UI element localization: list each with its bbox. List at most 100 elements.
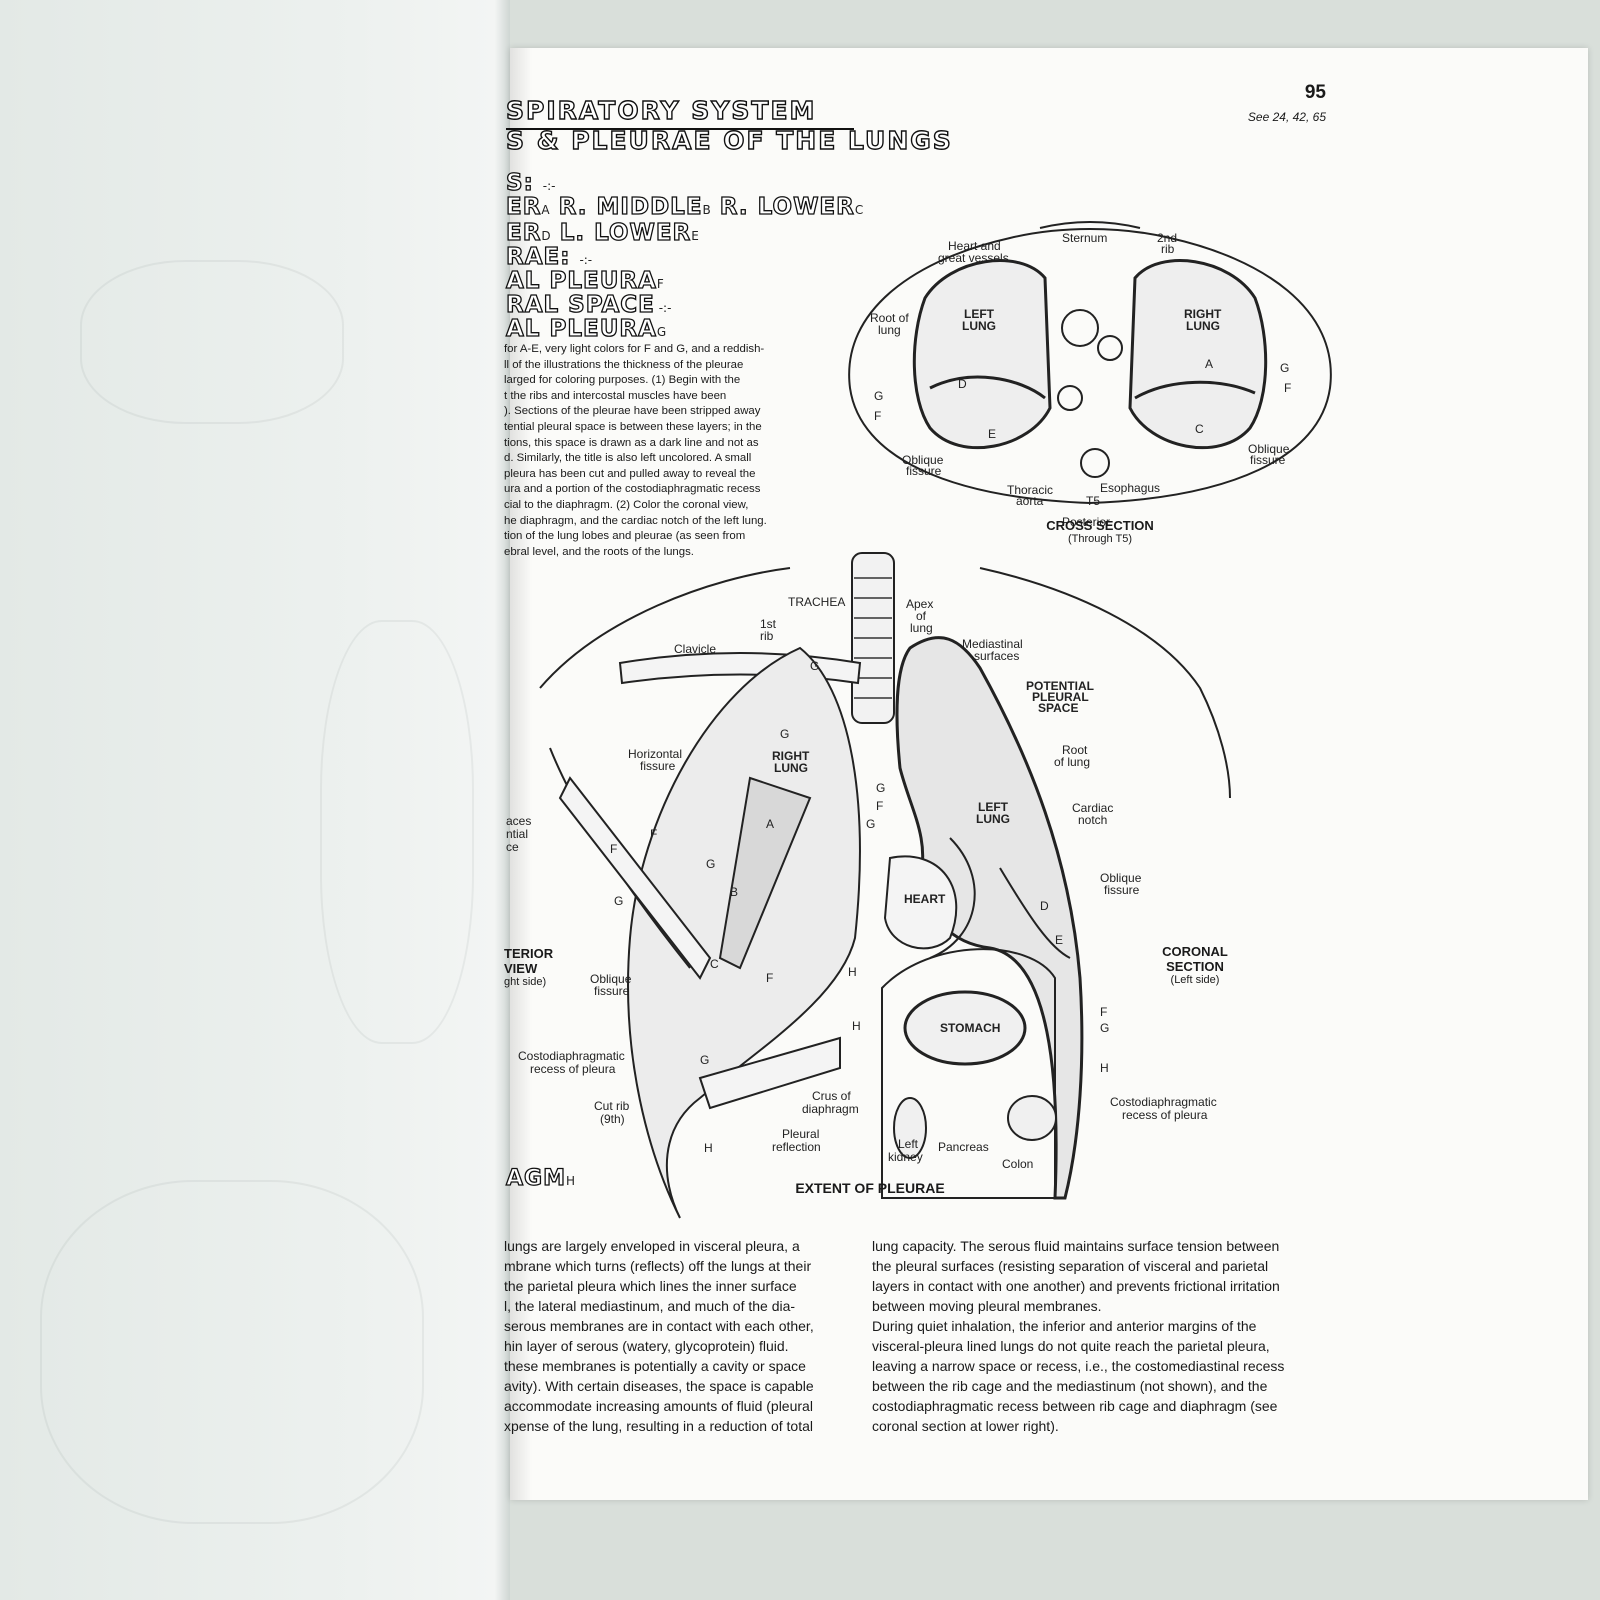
body-line: the parietal pleura which lines the inne… [504, 1278, 797, 1294]
body-line: accommodate increasing amounts of fluid … [504, 1398, 813, 1414]
cs-label: fissure [906, 464, 942, 478]
body-line: leaving a narrow space or recess, i.e., … [872, 1358, 1285, 1374]
intro-line: he diaphragm, and the cardiac notch of t… [504, 514, 767, 527]
body-line: avity). With certain diseases, the space… [504, 1378, 814, 1394]
av-label: F [650, 827, 657, 841]
cs-label: fissure [1250, 453, 1286, 467]
intro-line: tion of the lung lobes and pleurae (as s… [504, 530, 746, 543]
body-line: lung capacity. The serous fluid maintain… [872, 1238, 1280, 1254]
body-line: layers in contact with one another) and … [872, 1278, 1280, 1294]
av-label: Clavicle [674, 642, 716, 656]
body-line: the pleural surfaces (resisting separati… [872, 1258, 1269, 1274]
av-label: fissure [640, 759, 676, 773]
cs-label: LUNG [962, 319, 996, 333]
intro-line: tions, this space is drawn as a dark lin… [504, 436, 759, 449]
cs-label: D [958, 377, 967, 391]
cs-label: Posterior [1062, 515, 1110, 529]
coloring-instructions: for A-E, very light colors for F and G, … [504, 342, 804, 560]
body-line: between moving pleural membranes. [872, 1298, 1102, 1314]
cor-label: surfaces [974, 649, 1019, 663]
av-label: rib [760, 629, 774, 643]
intro-line: pleura has been cut and pulled away to r… [504, 467, 756, 480]
cs-label: RIGHT [1184, 307, 1222, 321]
key-pleural-space: RAL SPACE -:- [505, 291, 672, 318]
av-label: ce [506, 840, 519, 854]
cor-label: Costodiaphragmatic [1110, 1095, 1217, 1109]
anterior-labels: TRACHEA 1st rib Clavicle Horizontal fiss… [506, 595, 857, 1155]
av-label: (9th) [600, 1112, 625, 1126]
cs-label: A [1205, 357, 1213, 371]
av-label: TRACHEA [788, 595, 845, 609]
body-line: visceral-pleura lined lungs do not quite… [872, 1338, 1270, 1354]
av-label: G [780, 727, 789, 741]
coronal-section-caption: CORONAL SECTION (Left side) [1162, 944, 1228, 986]
key-pleura-f: AL PLEURAF [505, 267, 664, 294]
av-label: Oblique [590, 972, 632, 986]
cor-label: Root [1062, 743, 1088, 757]
cs-label: rib [1161, 242, 1175, 256]
key-pleura-g: AL PLEURAG [505, 315, 667, 342]
cross-section-diagram: Heart and great vessels Sternum 2nd rib … [848, 221, 1332, 529]
cross-section-caption: CROSS SECTION (Through T5) [1046, 518, 1154, 545]
cs-label: Heart and [948, 239, 1001, 253]
body-text-column-2: lung capacity. The serous fluid maintain… [872, 1236, 1342, 1436]
cor-label: G [866, 817, 875, 831]
extent-of-pleurae-caption: EXTENT OF PLEURAE [795, 1180, 945, 1196]
av-label: ntial [506, 827, 528, 841]
cs-label: great vessels [938, 251, 1009, 265]
intro-line: tential pleural space is between these l… [504, 420, 762, 433]
cs-label: Sternum [1062, 231, 1107, 245]
intro-line: for A-E, very light colors for F and G, … [504, 343, 765, 355]
key-lobes-row1: ERA R. MIDDLEB R. LOWERC [505, 193, 864, 220]
cs-label: LEFT [964, 307, 995, 321]
cor-label: Mediastinal [962, 637, 1023, 651]
av-label: G [706, 857, 715, 871]
intro-line: ). Sections of the pleurae have been str… [504, 405, 761, 418]
key-lobes-header: S: -:- [505, 169, 556, 196]
cor-label: PLEURAL [1032, 690, 1089, 704]
key-pleurae-header: RAE: -:- [505, 243, 593, 270]
intro-line: t the ribs and intercostal muscles have … [504, 389, 727, 402]
cs-label: F [874, 409, 881, 423]
av-label: C [710, 957, 719, 971]
cor-label: diaphragm [802, 1102, 859, 1116]
cs-label: Esophagus [1100, 481, 1160, 495]
cor-label: LUNG [976, 812, 1010, 826]
cor-label: Crus of [812, 1089, 851, 1103]
cor-label: Left [898, 1137, 919, 1151]
cs-label: Root of [870, 311, 909, 325]
cs-label: G [1280, 361, 1289, 375]
cor-label: POTENTIAL [1026, 679, 1094, 693]
intro-line: ura and a portion of the costodiaphragma… [504, 483, 761, 496]
intro-line: ebral level, and the roots of the lungs. [504, 545, 694, 558]
cs-label: aorta [1016, 494, 1044, 508]
av-label: G [810, 659, 819, 673]
cor-label: G [1100, 1021, 1109, 1035]
cs-label: E [988, 427, 996, 441]
cs-label: Oblique [1248, 442, 1290, 456]
av-label: recess of pleura [530, 1062, 616, 1076]
cor-label: SPACE [1038, 701, 1078, 715]
av-label: F [766, 971, 773, 985]
book-page: 95 See 24, 42, 65 SPIRATORY SYSTEM S & P… [504, 48, 1588, 1500]
av-label: fissure [594, 984, 630, 998]
cor-label: STOMACH [940, 1021, 1000, 1035]
av-label: RIGHT [772, 749, 810, 763]
av-label: aces [506, 814, 531, 828]
cor-label: HEART [904, 892, 946, 906]
cor-label: D [1040, 899, 1049, 913]
cor-label: G [876, 781, 885, 795]
page-title-line1: SPIRATORY SYSTEM [505, 95, 817, 125]
body-text-column-1: lungs are largely enveloped in visceral … [504, 1236, 856, 1436]
page-number: 95 [1304, 82, 1326, 103]
cs-label: Thoracic [1007, 483, 1053, 497]
cs-label: C [1195, 422, 1204, 436]
coronal-labels: Apex of lung Mediastinal surfaces POTENT… [802, 597, 1217, 1171]
body-line: hin layer of serous (watery, glycoprotei… [504, 1338, 789, 1354]
cor-label: fissure [1104, 883, 1140, 897]
extent-of-pleurae-diagram: TRACHEA 1st rib Clavicle Horizontal fiss… [506, 552, 1231, 1219]
key-lobes-row2: ERD L. LOWERE [505, 219, 699, 246]
cor-label: recess of pleura [1122, 1108, 1208, 1122]
cs-label: G [874, 389, 883, 403]
av-label: reflection [772, 1140, 821, 1154]
